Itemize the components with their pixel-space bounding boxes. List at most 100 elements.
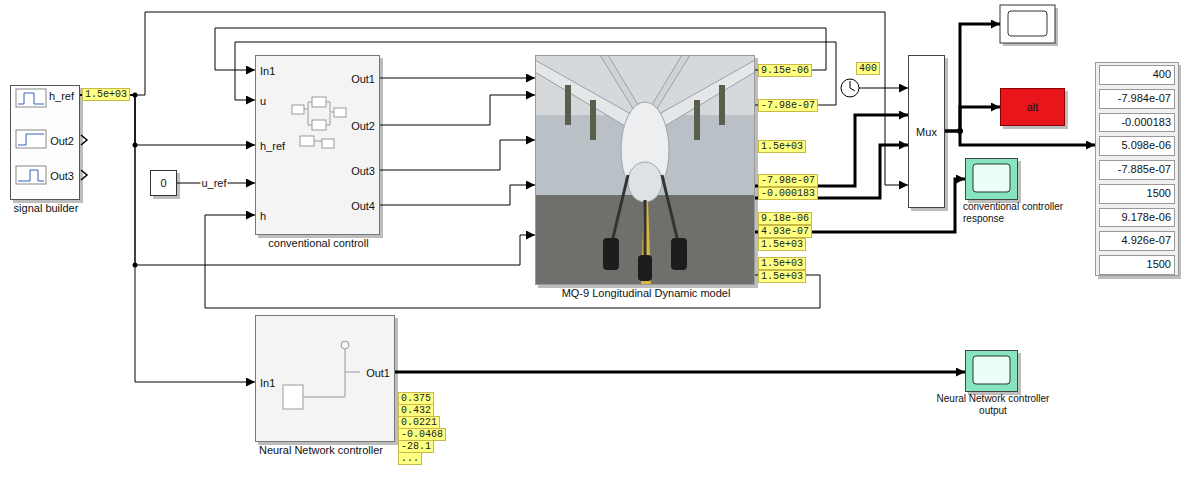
- signal-wave: [18, 93, 44, 104]
- scope-block: conventional controller response: [965, 158, 1018, 200]
- value-display: ...: [398, 452, 422, 465]
- plant-block: MQ-9 Longitudinal Dynamic model: [535, 55, 755, 285]
- landing-gear: [612, 175, 678, 258]
- clock-symbol: [841, 79, 859, 97]
- drone-nose: [628, 162, 662, 202]
- display-value: 1500: [1099, 184, 1175, 204]
- bus-line: [960, 24, 1000, 131]
- block-fill: [1095, 62, 1179, 276]
- value-display: 1.5e+03: [758, 140, 806, 153]
- display-value: 9.178e-06: [1099, 208, 1175, 228]
- subsystem-block: In1Out1Neural Network controller: [255, 315, 395, 442]
- drone-missile: [719, 85, 725, 125]
- value-display: -7.98e-07: [758, 99, 818, 112]
- port-label: Out3: [50, 169, 74, 183]
- branch-points: [133, 93, 964, 268]
- value-display: 400: [856, 62, 880, 75]
- port-label: h_ref: [49, 89, 74, 103]
- mini-block: [322, 139, 334, 148]
- signal-line: [80, 12, 908, 185]
- port-label: Out1: [351, 72, 375, 86]
- drone-photo: [535, 55, 755, 285]
- signal-icons: [16, 89, 46, 184]
- block-name: Neural Network controller: [246, 443, 396, 457]
- mini-port: [341, 341, 349, 349]
- drone-missile: [565, 85, 571, 125]
- display-value: 400: [1099, 65, 1175, 85]
- signal-icon: [16, 89, 46, 107]
- signal-line: [215, 28, 826, 70]
- signal-wave: [18, 170, 44, 181]
- scope-screen: [1008, 11, 1047, 36]
- signal-line: [380, 95, 535, 125]
- block-fill: [10, 85, 80, 200]
- block-name: conventional controll: [246, 236, 391, 250]
- drone-wheel: [671, 238, 687, 270]
- block-shadows: [13, 8, 1181, 445]
- block-name: conventional controller response: [963, 201, 1088, 225]
- value-display: 1.5e+03: [82, 88, 130, 101]
- mini-wire: [303, 349, 360, 397]
- scope-block: Neural Network controller output: [965, 350, 1018, 392]
- mini-block: [312, 97, 326, 107]
- signal-waves: [18, 93, 44, 181]
- block-name: Neural Network controller output: [928, 393, 1058, 417]
- drone-wheel: [603, 238, 619, 270]
- display-value: -0.000183: [1099, 113, 1175, 133]
- clock-hands: [850, 81, 855, 91]
- block-fill: [255, 315, 395, 442]
- value-display: 1.5e+03: [758, 238, 806, 251]
- mini-block: [334, 108, 346, 117]
- signal-line: [380, 185, 535, 205]
- block-fill: [965, 350, 1018, 392]
- signal-line: [380, 140, 535, 170]
- mux-block: Mux: [908, 55, 945, 208]
- port-label: h_ref: [260, 139, 285, 153]
- bus-line: [945, 131, 1095, 145]
- drone-missile: [590, 100, 596, 140]
- signal-line: [80, 95, 535, 265]
- signal-icon: [16, 166, 46, 184]
- mini-wire: [304, 102, 334, 141]
- signal-line: [80, 95, 255, 145]
- bus-line: [945, 107, 1000, 131]
- port-label: h: [260, 209, 266, 223]
- display-value: -7.984e-07: [1099, 89, 1175, 109]
- value-display: -7.98e-07: [758, 174, 818, 187]
- signal-icon: [16, 130, 46, 148]
- mini-block: [300, 136, 314, 146]
- value-display: 9.15e-06: [758, 64, 812, 77]
- port-label: Out3: [351, 164, 375, 178]
- block-shadow: [1098, 65, 1181, 279]
- signal-wave: [18, 134, 44, 145]
- scope-screen: [973, 356, 1010, 384]
- signal-line: [205, 215, 820, 308]
- signal-name: u_ref: [200, 177, 227, 190]
- value-display: 1.5e+03: [758, 257, 806, 270]
- subsystem-block: In1uh_refhOut1Out2Out3Out4conventional c…: [255, 55, 380, 235]
- port-label: Out1: [366, 366, 390, 380]
- display-value: 4.926e-07: [1099, 231, 1175, 251]
- value-display: -0.000183: [758, 187, 818, 200]
- bus-line: [755, 115, 908, 186]
- value-display: 1.5e+03: [758, 270, 806, 283]
- bus-line: [395, 371, 965, 374]
- port-label: u: [260, 94, 266, 108]
- block-label: 0: [160, 176, 166, 190]
- display-value: -7.885e-07: [1099, 160, 1175, 180]
- block-fill: [255, 55, 380, 235]
- signal-line: [859, 88, 908, 89]
- mini-block: [292, 105, 304, 114]
- display-value: 1500: [1099, 255, 1175, 275]
- block-fill: [965, 158, 1018, 200]
- constant-block: 0: [150, 170, 177, 196]
- block-label: Mux: [916, 125, 937, 139]
- mini-block: [283, 385, 303, 409]
- scope-block: [1000, 5, 1055, 43]
- subsystem-icon: [292, 97, 346, 148]
- value-display: 9.18e-06: [758, 212, 812, 225]
- value-display: 4.93e-07: [758, 225, 812, 238]
